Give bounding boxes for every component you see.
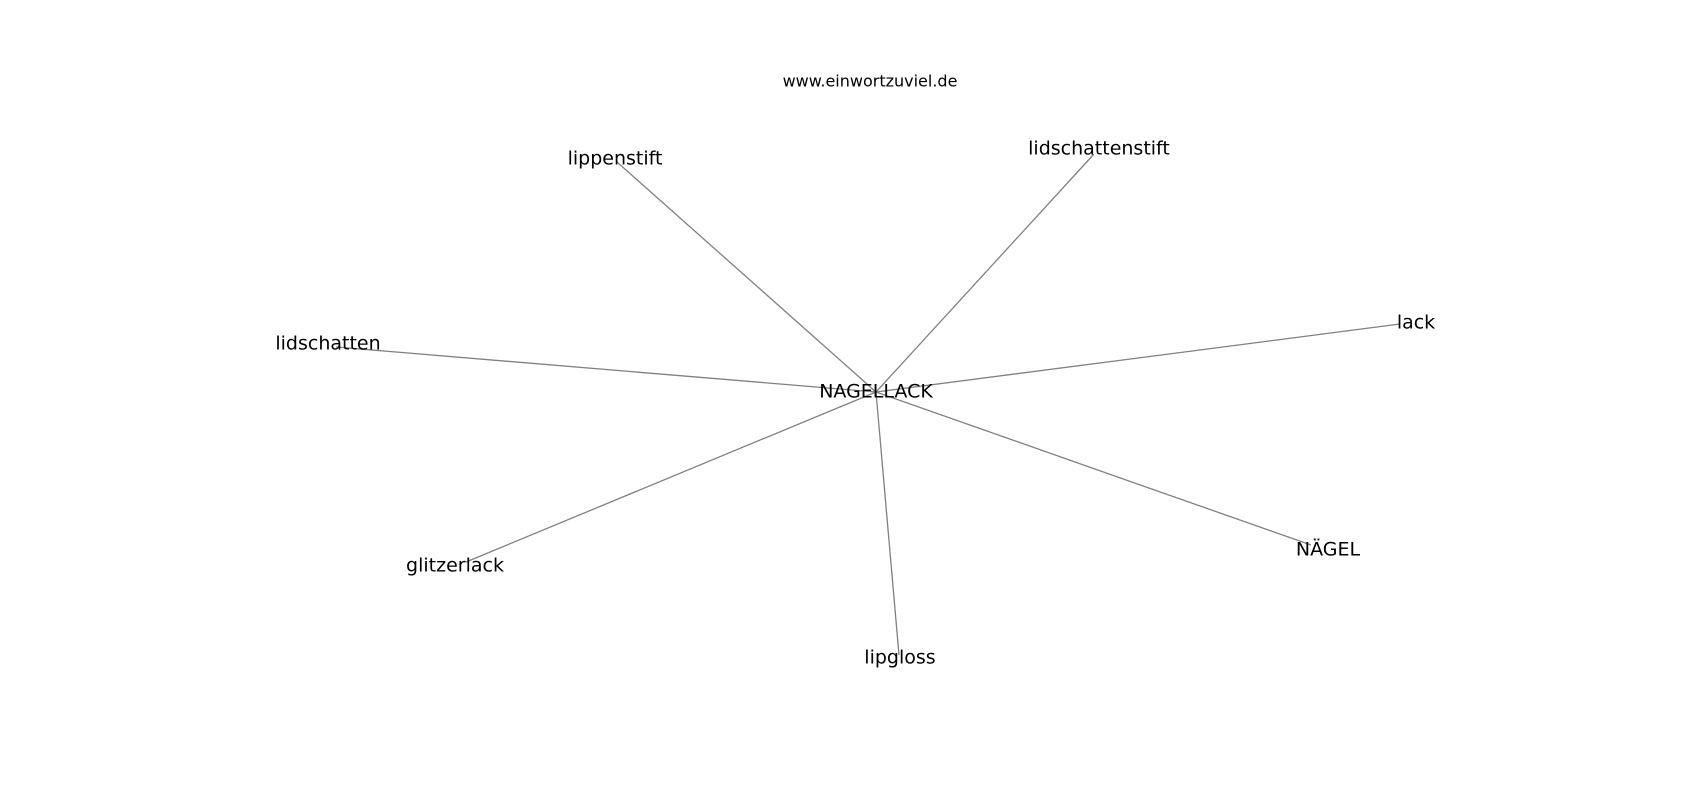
node-center-nagellack: NAGELLACK [819, 381, 933, 403]
node-lidschattenstift: lidschattenstift [1028, 138, 1170, 160]
site-caption: www.einwortzuviel.de [783, 72, 958, 91]
node-lack: lack [1397, 312, 1435, 334]
edge-naegel [875, 391, 1312, 546]
edge-lippenstift [616, 161, 877, 393]
edge-glitzerlack [465, 391, 877, 563]
graph-labels: www.einwortzuviel.de NAGELLACK lippensti… [275, 72, 1435, 669]
node-naegel: NÄGEL [1296, 538, 1361, 561]
edge-lack [875, 323, 1401, 393]
node-lippenstift: lippenstift [568, 148, 663, 170]
node-lidschatten: lidschatten [275, 333, 380, 355]
edge-lidschatten [335, 346, 877, 393]
edge-lidschattenstift [875, 153, 1095, 393]
node-lipgloss: lipgloss [864, 647, 935, 669]
graph-edges [335, 153, 1401, 656]
edge-lipgloss [875, 391, 900, 656]
node-glitzerlack: glitzerlack [406, 555, 504, 577]
